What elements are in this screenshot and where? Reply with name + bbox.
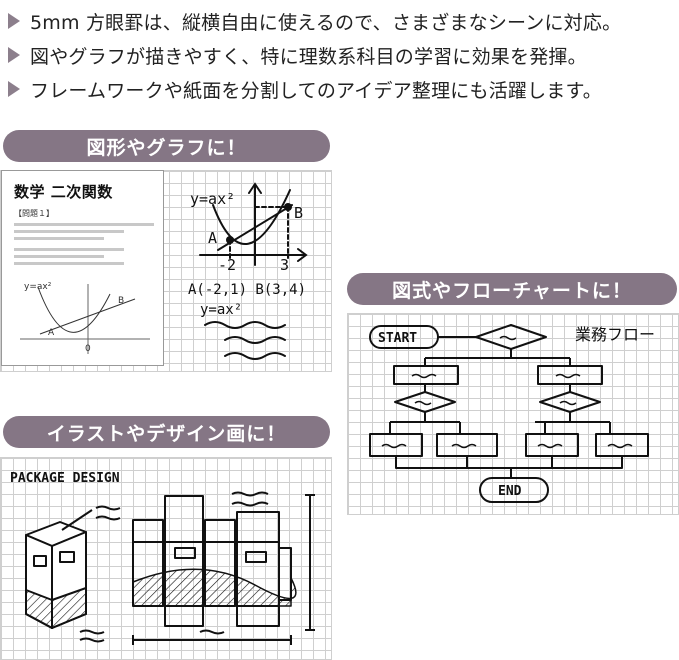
flow-grid-paper <box>347 313 679 515</box>
triangle-bullet-icon <box>8 47 20 63</box>
worksheet-question: 【問題１】 <box>14 209 54 218</box>
feature-item: フレームワークや紙面を分割してのアイデア整理にも活躍します。 <box>8 72 621 106</box>
origin-label: 0 <box>85 344 91 354</box>
feature-text: 5mm 方眼罫は、縦横自由に使えるので、さまざまなシーンに対応。 <box>30 11 622 34</box>
point-b-label: B <box>118 296 124 306</box>
worksheet-title: 数学 二次関数 <box>14 183 113 201</box>
worksheet-text-line <box>14 262 124 265</box>
math-worksheet: 数学 二次関数 【問題１】 y=ax² A B 0 <box>1 170 164 366</box>
feature-item: 5mm 方眼罫は、縦横自由に使えるので、さまざまなシーンに対応。 <box>8 4 621 38</box>
point-a-label: A <box>48 328 55 338</box>
section-label-flow: 図式やフローチャートに！ <box>347 273 677 305</box>
feature-list: 5mm 方眼罫は、縦横自由に使えるので、さまざまなシーンに対応。 図やグラフが描… <box>8 4 621 106</box>
worksheet-text-line <box>14 255 104 258</box>
feature-item: 図やグラフが描きやすく、特に理数系科目の学習に効果を発揮。 <box>8 38 621 72</box>
worksheet-text-line <box>14 223 154 226</box>
worksheet-text-line <box>14 248 124 251</box>
secant-line <box>39 298 136 335</box>
worksheet-text-line <box>14 237 104 240</box>
feature-text: フレームワークや紙面を分割してのアイデア整理にも活躍します。 <box>30 79 603 102</box>
triangle-bullet-icon <box>8 13 20 29</box>
illust-grid-paper <box>0 457 332 660</box>
section-label-illust: イラストやデザイン画に！ <box>3 416 330 448</box>
feature-text: 図やグラフが描きやすく、特に理数系科目の学習に効果を発揮。 <box>30 45 587 68</box>
worksheet-text-line <box>14 230 124 233</box>
triangle-bullet-icon <box>8 81 20 97</box>
curve-label: y=ax² <box>24 282 52 292</box>
worksheet-graph: y=ax² A B 0 <box>20 282 150 354</box>
section-label-graph: 図形やグラフに！ <box>3 130 330 162</box>
parabola <box>37 286 111 333</box>
